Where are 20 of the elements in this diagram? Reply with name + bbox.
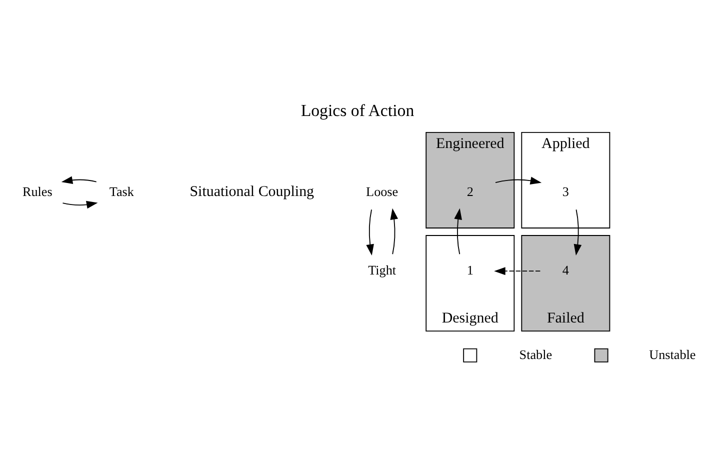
arrow: [494, 266, 541, 275]
label: Situational Coupling: [190, 183, 314, 200]
node-text: 4: [562, 262, 569, 278]
node-text: 2: [466, 183, 474, 198]
diagram-title: Logics of Action: [300, 100, 414, 120]
node-text: 1: [466, 262, 474, 278]
node-text: Tight: [368, 262, 396, 278]
arrow: [574, 208, 582, 256]
arrow: [366, 208, 374, 256]
arrow: [390, 208, 398, 254]
legend-label: Stable: [519, 346, 552, 362]
legend-label: Unstable: [649, 346, 696, 362]
arrow: [61, 176, 97, 184]
node-text: 3: [562, 183, 569, 198]
node-text: Loose: [366, 183, 398, 198]
arrow: [454, 208, 462, 254]
node-text: Task: [109, 183, 134, 198]
node-text: Rules: [22, 183, 52, 198]
arrow: [495, 176, 542, 184]
arrow: [62, 200, 98, 208]
